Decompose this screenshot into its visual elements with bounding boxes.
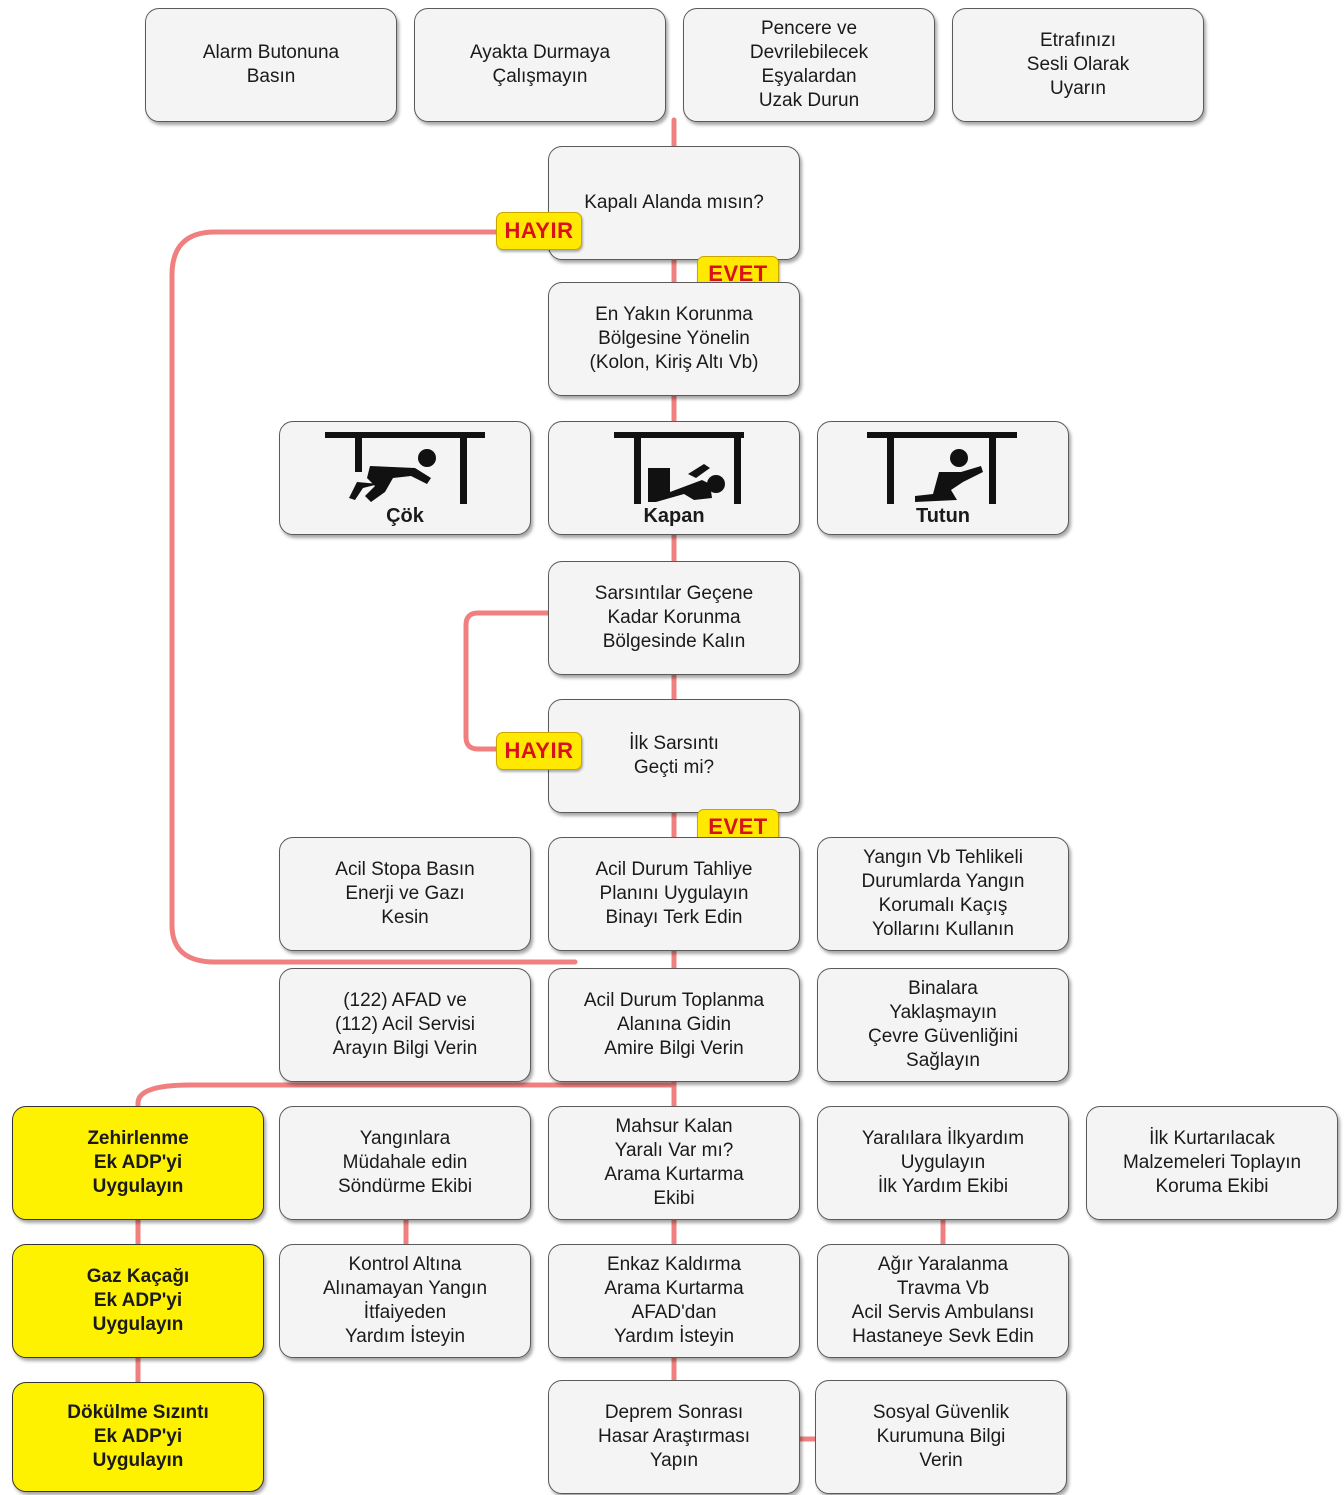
hold-box: Tutun [817,421,1069,535]
poisoning-box: Zehirlenme Ek ADP'yi Uygulayın [12,1106,264,1220]
drop-icon [325,432,485,504]
perimeter-safety-box: Binalara Yaklaşmayın Çevre Güvenliğini S… [817,968,1069,1082]
social-security-box: Sosyal Güvenlik Kurumuna Bilgi Verin [815,1380,1067,1494]
no-passed-path [463,610,551,752]
cover-box: Kapan [548,421,800,535]
hold-icon [867,432,1017,504]
drop-box: Çök [279,421,531,535]
hospital-referral-box: Ağır Yaralanma Travma Vb Acil Servis Amb… [817,1244,1069,1358]
emergency-stop-box: Acil Stopa Basın Enerji ve Gazı Kesin [279,837,531,951]
gas-leak-box: Gaz Kaçağı Ek ADP'yi Uygulayın [12,1244,264,1358]
protection-team-box: İlk Kurtarılacak Malzemeleri Toplayın Ko… [1086,1106,1338,1220]
afad-help-box: Enkaz Kaldırma Arama Kurtarma AFAD'dan Y… [548,1244,800,1358]
search-rescue-team-box: Mahsur Kalan Yaralı Var mı? Arama Kurtar… [548,1106,800,1220]
spill-leak-box: Dökülme Sızıntı Ek ADP'yi Uygulayın [12,1382,264,1492]
cover-icon [614,432,744,504]
indoor-question-box: Kapalı Alanda mısın? [548,146,800,260]
stand-box: Ayakta Durmaya Çalışmayın [414,8,666,122]
damage-survey-box: Deprem Sonrası Hasar Araştırması Yapın [548,1380,800,1494]
shelter-box: En Yakın Korunma Bölgesine Yönelin (Kolo… [548,282,800,396]
alarm-box: Alarm Butonuna Basın [145,8,397,122]
fire-escape-box: Yangın Vb Tehlikeli Durumlarda Yangın Ko… [817,837,1069,951]
window-box: Pencere ve Devrilebilecek Eşyalardan Uza… [683,8,935,122]
first-aid-team-box: Yaralılara İlkyardım Uygulayın İlk Yardı… [817,1106,1069,1220]
drop-label: Çök [386,505,424,527]
evacuation-plan-box: Acil Durum Tahliye Planını Uygulayın Bin… [548,837,800,951]
fire-department-box: Kontrol Altına Alınamayan Yangın İtfaiye… [279,1244,531,1358]
branch-line [135,1082,677,1385]
warn-box: Etrafınızı Sesli Olarak Uyarın [952,8,1204,122]
cover-label: Kapan [643,505,705,527]
no-tag-indoor: HAYIR [496,212,582,250]
call-afad-box: (122) AFAD ve (112) Acil Servisi Arayın … [279,968,531,1082]
firefighting-team-box: Yangınlara Müdahale edin Söndürme Ekibi [279,1106,531,1220]
no-tag-passed: HAYIR [496,732,582,770]
hold-label: Tutun [915,505,971,527]
no-indoor-path [169,229,578,965]
passed-question-box: İlk Sarsıntı Geçti mi? [548,699,800,813]
stay-box: Sarsıntılar Geçene Kadar Korunma Bölgesi… [548,561,800,675]
assembly-area-box: Acil Durum Toplanma Alanına Gidin Amire … [548,968,800,1082]
